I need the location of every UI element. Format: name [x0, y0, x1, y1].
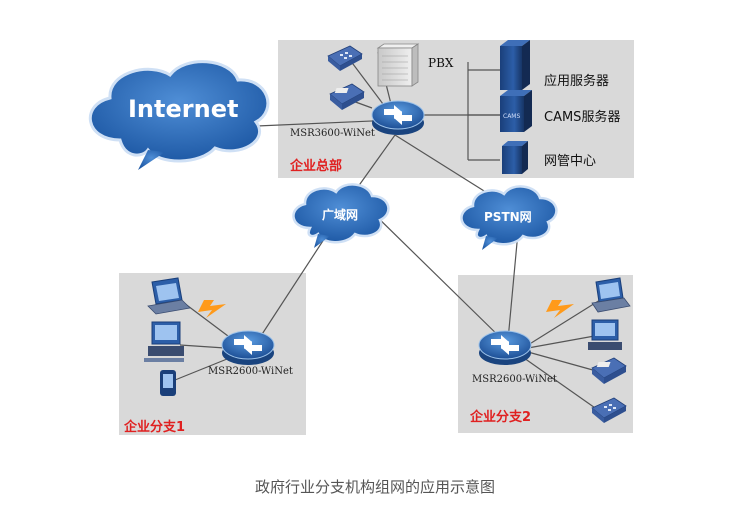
pbx-label: PBX — [428, 56, 454, 70]
internet-cloud — [88, 60, 270, 163]
branch2-router-label: MSR2600-WiNet — [472, 374, 557, 385]
branch1-name-label: 企业分支1 — [124, 420, 186, 435]
branch2-desktop-icon — [588, 319, 622, 350]
branch1-desktop-icon — [144, 321, 184, 362]
branch1-pda-icon — [160, 370, 176, 396]
internet-cloud-tail — [138, 150, 165, 170]
hq-name-label: 企业总部 — [290, 159, 343, 174]
diagram-caption: 政府行业分支机构组网的应用示意图 — [254, 478, 495, 496]
branch1-router-label: MSR2600-WiNet — [208, 366, 293, 377]
pstn-cloud-tail — [482, 236, 498, 250]
branch2-laptop-icon — [591, 277, 631, 313]
wan-label: 广域网 — [322, 208, 359, 222]
branch2-phone-icon — [591, 397, 627, 423]
branch1-router-icon — [221, 330, 275, 365]
pbx-icon — [376, 43, 420, 87]
branch2-wireless-icon — [546, 300, 574, 318]
hq-router-label: MSR3600-WiNet — [290, 128, 375, 139]
app-server-label: 应用服务器 — [544, 74, 610, 89]
branch2-fax-icon — [591, 357, 627, 384]
cams-server-label: CAMS服务器 — [544, 110, 621, 125]
nms-label: 网管中心 — [544, 154, 597, 169]
cams-server-icon: CAMS — [500, 90, 532, 132]
hq-fax-icon — [329, 83, 365, 110]
svg-text:CAMS: CAMS — [503, 113, 520, 120]
hq-router-icon — [371, 100, 425, 135]
internet-label: Internet — [128, 95, 239, 123]
branch2-name-label: 企业分支2 — [470, 410, 532, 425]
pstn-label: PSTN网 — [484, 210, 532, 224]
wan-cloud-tail — [314, 234, 330, 248]
branch2-router-icon — [478, 330, 532, 365]
hq-phone-icon — [327, 45, 363, 71]
nms-server-icon — [502, 141, 528, 174]
branch1-wireless-icon — [198, 300, 226, 318]
app-server-icon — [500, 40, 530, 90]
branch1-panel — [119, 273, 306, 435]
branch1-laptop-icon — [147, 277, 191, 315]
